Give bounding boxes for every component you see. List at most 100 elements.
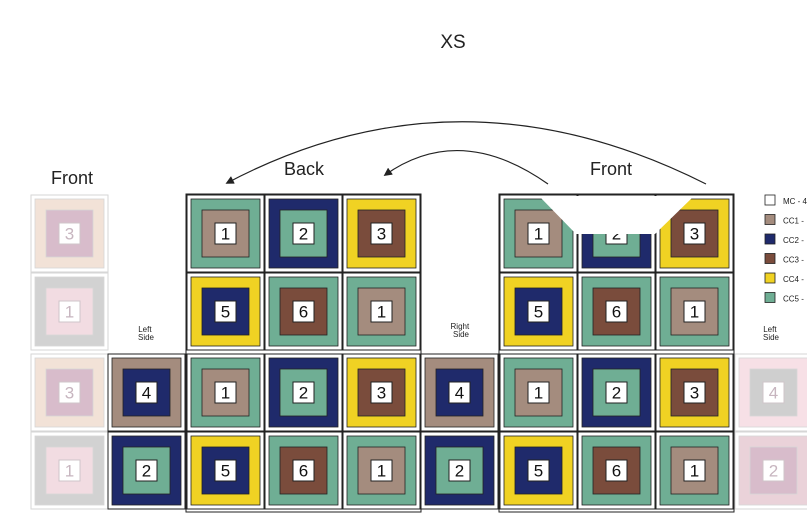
block-center-square xyxy=(683,222,706,245)
back-panel-outline xyxy=(185,193,422,513)
legend-label: CC4 - xyxy=(783,275,804,284)
quilt-block: 5 xyxy=(499,431,578,510)
label-front-left: Front xyxy=(51,168,93,188)
quilt-block: 2 xyxy=(734,431,807,510)
front-panel-outline xyxy=(498,193,735,513)
label-left-side-1: Left Side xyxy=(138,325,155,342)
block-center-square xyxy=(370,459,393,482)
block-number: 2 xyxy=(142,462,151,481)
block-number: 2 xyxy=(612,384,621,403)
block-number: 1 xyxy=(690,303,699,322)
block-center-square xyxy=(683,459,706,482)
label-front-right: Front xyxy=(590,159,632,179)
legend-swatch xyxy=(764,272,776,284)
legend-item: CC2 - xyxy=(764,233,804,245)
white-wedge-overlay xyxy=(539,196,694,234)
quilt-block: 4 xyxy=(420,353,499,432)
legend-item: CC1 - xyxy=(764,214,804,226)
block-center-square xyxy=(214,459,237,482)
block-center-square xyxy=(58,300,81,323)
quilt-block: 4 xyxy=(107,353,186,432)
block-center-square xyxy=(292,381,315,404)
block-inner-ring xyxy=(514,368,563,417)
legend-label: CC2 - xyxy=(783,236,804,245)
quilt-block: 1 xyxy=(30,431,109,510)
block-inner-ring xyxy=(749,368,798,417)
quilt-block: 5 xyxy=(186,431,265,510)
quilt-block: 6 xyxy=(264,272,343,351)
block-center-square xyxy=(762,459,785,482)
block-center-square xyxy=(370,222,393,245)
label-back: Back xyxy=(284,159,325,179)
block-center-square xyxy=(527,381,550,404)
quilt-block: 3 xyxy=(30,353,109,432)
block-center-square xyxy=(58,222,81,245)
block-center-square xyxy=(58,459,81,482)
quilt-block: 6 xyxy=(264,431,343,510)
short-arrow xyxy=(383,150,549,185)
block-inner-ring xyxy=(514,287,563,336)
legend-label: CC3 - xyxy=(783,256,804,265)
block-number: 3 xyxy=(377,384,386,403)
quilt-block: 3 xyxy=(655,194,734,273)
legend-label: CC5 - xyxy=(783,295,804,304)
block-number: 6 xyxy=(612,462,621,481)
block-center-square xyxy=(605,381,628,404)
legend-label: MC - 4 xyxy=(783,197,807,206)
quilt-block: 5 xyxy=(186,272,265,351)
block-number: 3 xyxy=(690,225,699,244)
block-center-square xyxy=(135,381,158,404)
block-center-square xyxy=(58,381,81,404)
block-center-square xyxy=(448,381,471,404)
legend-swatch xyxy=(764,253,776,264)
quilt-block: 3 xyxy=(342,353,421,432)
quilt-block: 6 xyxy=(577,431,656,510)
quilt-block: 1 xyxy=(342,272,421,351)
quilt-block: 1 xyxy=(186,353,265,432)
block-center-square xyxy=(527,300,550,323)
block-inner-ring xyxy=(201,368,250,417)
block-number: 2 xyxy=(299,225,308,244)
block-number: 4 xyxy=(455,384,464,403)
block-number: 2 xyxy=(455,462,464,481)
legend-item: MC - 4 xyxy=(764,194,807,206)
quilt-block: 2 xyxy=(577,353,656,432)
quilt-block: 1 xyxy=(499,194,578,273)
block-number: 2 xyxy=(769,462,778,481)
block-center-square xyxy=(214,381,237,404)
legend-label: CC1 - xyxy=(783,217,804,226)
block-center-square xyxy=(683,300,706,323)
block-center-square xyxy=(135,459,158,482)
block-number: 1 xyxy=(534,384,543,403)
block-center-square xyxy=(683,381,706,404)
block-center-square xyxy=(605,300,628,323)
block-number: 3 xyxy=(690,384,699,403)
block-center-square xyxy=(527,222,550,245)
block-number: 6 xyxy=(612,303,621,322)
block-number: 1 xyxy=(221,384,230,403)
block-inner-ring xyxy=(670,209,719,258)
block-number: 3 xyxy=(65,384,74,403)
quilt-block: 1 xyxy=(186,194,265,273)
quilt-block: 5 xyxy=(499,272,578,351)
block-number: 1 xyxy=(221,225,230,244)
block-number: 5 xyxy=(221,303,230,322)
block-number: 1 xyxy=(377,462,386,481)
block-number: 4 xyxy=(142,384,151,403)
quilt-block: 2 xyxy=(264,353,343,432)
block-center-square xyxy=(292,300,315,323)
quilt-block: 6 xyxy=(577,272,656,351)
block-center-square xyxy=(292,222,315,245)
legend-swatch xyxy=(764,214,776,225)
block-center-square xyxy=(292,459,315,482)
block-number: 3 xyxy=(65,225,74,244)
quilt-block: 3 xyxy=(655,353,734,432)
block-center-square xyxy=(527,459,550,482)
quilt-block: 4 xyxy=(734,353,807,432)
block-number: 6 xyxy=(299,462,308,481)
quilt-block: 1 xyxy=(655,431,734,510)
block-inner-ring xyxy=(749,446,798,495)
block-number: 1 xyxy=(65,462,74,481)
quilt-block: 3 xyxy=(342,194,421,273)
quilt-block: 1 xyxy=(342,431,421,510)
